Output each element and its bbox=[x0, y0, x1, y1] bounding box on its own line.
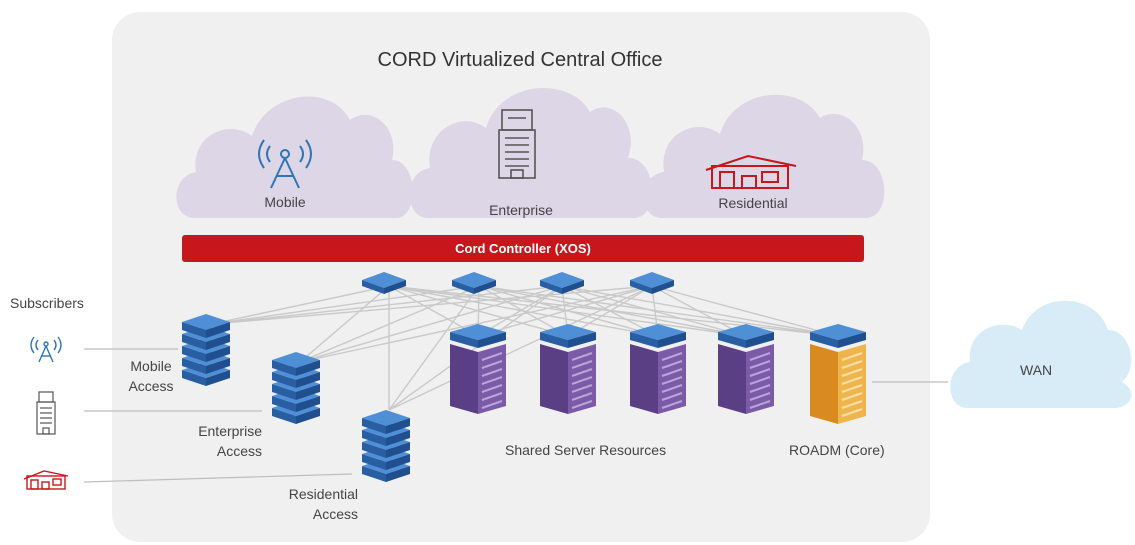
mobile-access-line2: Access bbox=[128, 378, 174, 394]
residential-cloud-label: Residential bbox=[718, 195, 788, 211]
enterprise-cloud-label: Enterprise bbox=[489, 202, 553, 218]
wan-label: WAN bbox=[1020, 362, 1053, 378]
residential-access-label: Residential Access bbox=[278, 484, 358, 524]
enterprise-access-stack bbox=[272, 352, 320, 424]
enterprise-access-label: Enterprise Access bbox=[186, 421, 262, 461]
residential-access-line2: Access bbox=[312, 506, 358, 522]
mobile-access-line1: Mobile bbox=[130, 358, 172, 374]
office-building-icon bbox=[36, 391, 56, 435]
server-rack bbox=[629, 323, 687, 415]
mobile-cloud-label: Mobile bbox=[264, 194, 306, 210]
roadm-core bbox=[810, 324, 866, 424]
enterprise-cloud bbox=[409, 88, 653, 218]
cord-controller-bar: Cord Controller (XOS) bbox=[182, 235, 864, 262]
server-rack bbox=[717, 323, 775, 415]
enterprise-access-line1: Enterprise bbox=[198, 423, 262, 439]
spine-switch bbox=[452, 272, 496, 294]
shared-server-label: Shared Server Resources bbox=[505, 442, 667, 458]
subscribers-label: Subscribers bbox=[10, 295, 84, 311]
mobile-access-stack bbox=[182, 314, 230, 386]
house-icon bbox=[23, 470, 69, 490]
cell-tower-icon bbox=[30, 336, 62, 363]
roadm-label: ROADM (Core) bbox=[789, 442, 885, 458]
residential-access-stack bbox=[362, 410, 410, 482]
house-icon bbox=[705, 154, 797, 189]
residential-cloud bbox=[643, 94, 885, 218]
cell-tower-icon bbox=[258, 139, 312, 189]
enterprise-access-line2: Access bbox=[216, 443, 262, 459]
server-rack bbox=[449, 323, 507, 415]
page-title: CORD Virtualized Central Office bbox=[377, 49, 663, 71]
residential-access-line1: Residential bbox=[288, 486, 358, 502]
office-building-icon bbox=[498, 109, 536, 179]
subscriber-links bbox=[83, 348, 948, 483]
mobile-access-label: Mobile Access bbox=[126, 356, 176, 396]
server-rack bbox=[539, 323, 597, 415]
mobile-cloud bbox=[176, 96, 413, 218]
wan-cloud bbox=[950, 300, 1132, 409]
